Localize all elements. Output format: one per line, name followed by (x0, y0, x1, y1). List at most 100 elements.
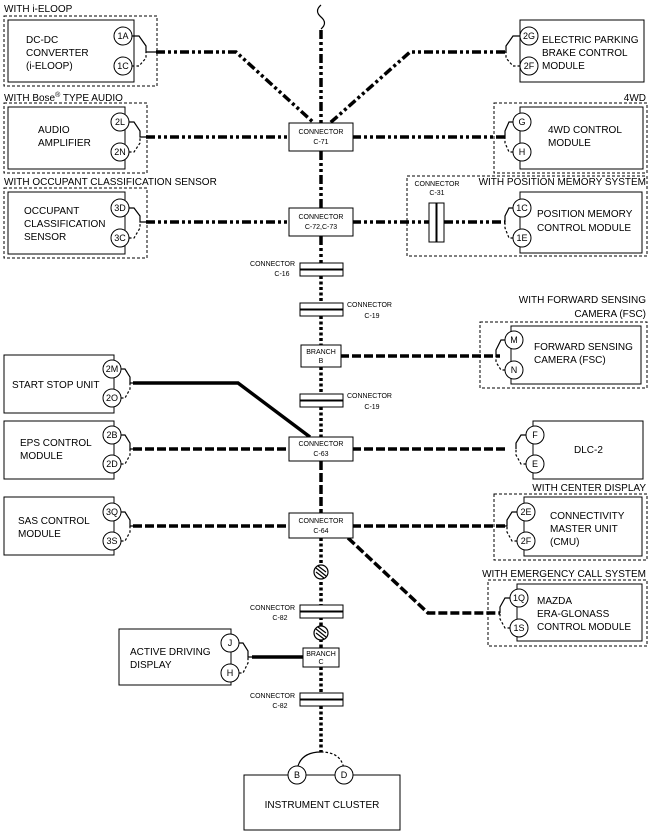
pin-circle (519, 26, 539, 46)
optional-group-frame (479, 321, 648, 389)
connector-id: C-63 (313, 451, 328, 458)
module-electric-parking-brake: ELECTRIC PARKING BRAKE CONTROL MODULE 2G… (505, 19, 645, 83)
pin-label: 2M (106, 364, 119, 374)
module-label-line: BRAKE CONTROL (542, 48, 628, 59)
module-box (3, 354, 115, 414)
pin-label: G (518, 117, 525, 127)
pin-circle (220, 633, 240, 653)
pin-lead (129, 207, 146, 223)
pin-label: B (294, 770, 300, 780)
module-sas-control: SAS CONTROL MODULE 3Q 3S (3, 496, 133, 556)
connector-half (299, 692, 344, 700)
trunk-break-mark (316, 4, 326, 30)
pin-lead (121, 511, 133, 527)
row-eloop-epb (156, 50, 505, 125)
connector-box (288, 436, 354, 462)
pin-circle (110, 112, 130, 132)
module-label-line: MODULE (548, 138, 591, 149)
optional-group-frame (3, 187, 148, 259)
pin-lead (505, 35, 520, 53)
trunk-wires (316, 4, 326, 752)
connector-label: CONNECTOR (299, 441, 344, 448)
branch-c: BRANCH C (302, 647, 340, 668)
pin-lead (121, 526, 131, 542)
pin-circle (102, 531, 122, 551)
module-label-line: DLC-2 (574, 445, 603, 456)
connector-label: CONNECTOR (250, 605, 295, 612)
pin-lead (132, 35, 156, 53)
pin-label: D (341, 770, 348, 780)
module-occupant-classification-sensor: OCCUPANT CLASSIFICATION SENSOR 3D 3C (3, 187, 148, 259)
module-box (7, 19, 135, 83)
pin-label: 3Q (106, 507, 118, 517)
twisted-pair-marker-lower (313, 625, 329, 641)
pin-label: H (519, 147, 526, 157)
module-box (519, 106, 644, 170)
connector-id: C-16 (274, 271, 289, 278)
pin-circle (110, 198, 130, 218)
connector-c72-c73: CONNECTOR C-72,C-73 (288, 207, 354, 237)
module-label-line: MAZDA (537, 596, 572, 607)
connector-c16: CONNECTOR C-16 (250, 261, 344, 278)
optional-group-frame (487, 579, 648, 647)
pin-circle (512, 142, 532, 162)
pin-lead (239, 657, 249, 674)
pin-circle (102, 359, 122, 379)
pin-lead (129, 121, 146, 138)
pin-label: 1C (117, 61, 129, 71)
module-box (118, 628, 232, 686)
module-label-line: EPS CONTROL (20, 438, 92, 449)
module-label-line: (i-ELOOP) (26, 61, 73, 72)
module-label-line: ELECTRIC PARKING (542, 35, 639, 46)
module-box (7, 191, 126, 255)
module-connectivity-master-unit: CONNECTIVITY MASTER UNIT (CMU) 2E 2F (493, 493, 648, 561)
connector-half (299, 393, 344, 401)
pin-lead (506, 526, 517, 542)
section-label-bose: WITH Bose® TYPE AUDIO (4, 91, 123, 104)
pin-label: 2F (524, 61, 535, 71)
pin-lead (515, 449, 526, 465)
branch-label: BRANCH (306, 651, 336, 658)
branch-box (300, 344, 342, 368)
module-label-line: CAMERA (FSC) (534, 355, 606, 366)
module-box (523, 496, 643, 557)
connector-id: C-82 (272, 615, 287, 622)
module-label-line: ERA-GLONASS (537, 609, 610, 620)
pin-circle (512, 228, 532, 248)
module-label-line: ACTIVE DRIVING (130, 647, 211, 658)
section-label-eloop: WITH i-ELOOP (4, 4, 73, 15)
optional-group-frame (493, 102, 648, 174)
module-label-line: POSITION MEMORY (537, 209, 633, 220)
wire-dcdc (156, 50, 316, 125)
pin-circle (102, 502, 122, 522)
pin-lead (505, 511, 517, 527)
module-label-line: MODULE (18, 529, 61, 540)
module-dlc-2: DLC-2 F E (515, 420, 644, 480)
connector-box (288, 512, 354, 539)
pin-label: 1S (513, 623, 524, 633)
twisted-pair-hatch (315, 565, 327, 579)
pin-circle (516, 502, 536, 522)
module-box (3, 496, 115, 556)
pin-circle (113, 26, 133, 46)
pin-lead (121, 368, 133, 384)
pin-circle (102, 388, 122, 408)
module-box (532, 420, 644, 480)
connector-c31-label: CONNECTOR (415, 181, 460, 188)
pin-label: H (227, 668, 234, 678)
pin-label: 1A (117, 31, 128, 41)
connector-half (299, 400, 344, 408)
section-label-emergency-call: WITH EMERGENCY CALL SYSTEM (482, 569, 646, 580)
pin-lead (121, 434, 133, 450)
pin-circle (525, 454, 545, 474)
pin-label: 2G (523, 31, 535, 41)
pin-lead (505, 52, 520, 67)
connector-box (288, 207, 354, 237)
pin-lead (495, 356, 505, 371)
connector-box (288, 122, 354, 152)
optional-group-frame (3, 15, 158, 87)
module-dcdc-converter: DC-DC CONVERTER (i-ELOOP) 1A 1C (3, 15, 158, 87)
pin-label: 2E (520, 507, 531, 517)
module-label-line: START STOP UNIT (12, 380, 99, 391)
module-box (243, 774, 401, 831)
